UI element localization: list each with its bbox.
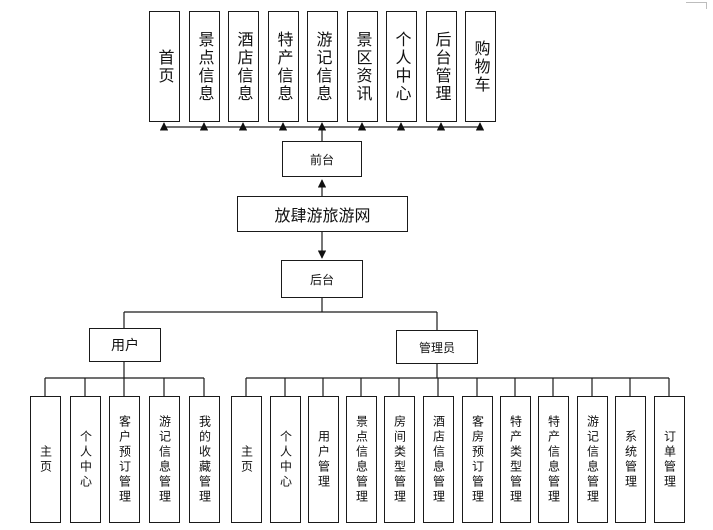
- corner-mark: [686, 2, 707, 9]
- frontend-module-7: 个人中心: [386, 11, 417, 122]
- frontend-module-9: 购物车: [465, 11, 496, 122]
- frontend-module-3: 酒店信息: [228, 11, 259, 122]
- system-root-box: 放肆游旅游网: [237, 196, 408, 232]
- frontend-module-5: 游记信息: [307, 11, 338, 122]
- admin-module-10: 游记信息管理: [577, 396, 608, 523]
- admin-module-1: 主页: [231, 396, 262, 523]
- admin-role-box: 管理员: [396, 330, 478, 364]
- admin-module-12: 订单管理: [654, 396, 685, 523]
- frontend-module-1: 首页: [149, 11, 180, 122]
- frontend-module-6: 景区资讯: [347, 11, 378, 122]
- backend-box: 后台: [281, 260, 363, 298]
- user-module-5: 我的收藏管理: [189, 396, 220, 523]
- admin-module-4: 景点信息管理: [346, 396, 377, 523]
- admin-module-6: 酒店信息管理: [423, 396, 454, 523]
- user-role-box: 用户: [89, 328, 161, 362]
- user-module-1: 主页: [30, 396, 61, 523]
- admin-module-3: 用户管理: [308, 396, 339, 523]
- frontend-module-4: 特产信息: [268, 11, 299, 122]
- frontend-box: 前台: [282, 141, 362, 177]
- admin-module-2: 个人中心: [270, 396, 301, 523]
- admin-module-9: 特产信息管理: [538, 396, 569, 523]
- admin-module-7: 客房预订管理: [462, 396, 493, 523]
- user-module-2: 个人中心: [70, 396, 101, 523]
- user-module-3: 客户预订管理: [109, 396, 140, 523]
- frontend-module-8: 后台管理: [426, 11, 457, 122]
- admin-module-8: 特产类型管理: [500, 396, 531, 523]
- admin-module-5: 房间类型管理: [384, 396, 415, 523]
- frontend-module-2: 景点信息: [189, 11, 220, 122]
- admin-module-11: 系统管理: [615, 396, 646, 523]
- user-module-4: 游记信息管理: [149, 396, 180, 523]
